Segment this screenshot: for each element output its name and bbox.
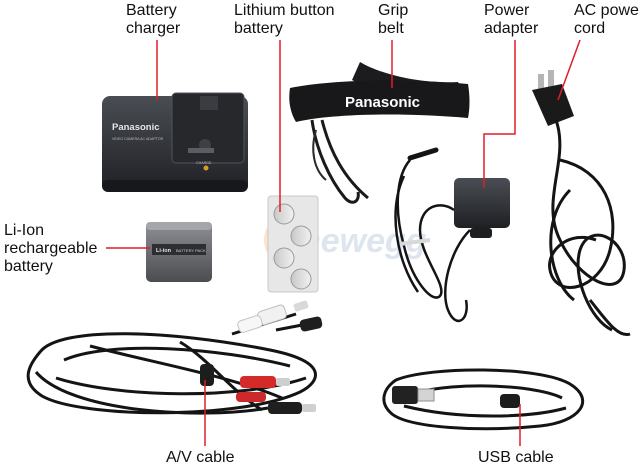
battery-logo: Li-ion: [156, 248, 172, 254]
charger-logo: Panasonic: [112, 122, 160, 133]
power-adapter: [394, 147, 510, 323]
label-line: Lithium button: [234, 2, 335, 19]
label-li-ion-battery: Li-Ion rechargeable battery: [4, 222, 97, 276]
label-av-cable: A/V cable: [166, 449, 235, 466]
av-cable: [26, 300, 323, 415]
label-battery-charger: Battery charger: [126, 2, 180, 38]
label-line: Grip: [378, 2, 409, 19]
lithium-button-battery: [267, 195, 319, 293]
label-line: Li-Ion: [4, 222, 45, 239]
label-line: battery: [4, 258, 53, 275]
label-line: belt: [378, 20, 404, 37]
label-line: AC power: [574, 2, 640, 19]
battery-label: BATTERY PACK: [176, 248, 206, 253]
charger-model: VIDEO CAMERA AC ADAPTOR: [112, 137, 164, 141]
label-line: cord: [574, 20, 606, 37]
label-line: Power: [484, 2, 530, 19]
label-line: battery: [234, 20, 283, 37]
label-grip-belt: Grip belt: [378, 2, 408, 38]
label-line: Battery: [126, 2, 177, 19]
charger-indicator: CHARGE: [196, 161, 212, 165]
callout-power-adapter: [483, 40, 516, 188]
label-line: adapter: [484, 20, 539, 37]
label-ac-power-cord: AC power cord: [574, 2, 640, 38]
label-line: rechargeable: [4, 240, 98, 257]
battery-charger: Panasonic VIDEO CAMERA AC ADAPTOR CHARGE: [102, 92, 248, 192]
callout-ac-power-cord: [557, 39, 581, 101]
label-line: charger: [126, 20, 181, 37]
grip-belt: Panasonic: [289, 62, 470, 204]
li-ion-battery: Li-ion BATTERY PACK: [146, 222, 212, 282]
label-lithium-button-battery: Lithium button battery: [234, 2, 335, 38]
ac-power-cord: [532, 70, 631, 336]
callout-lines: [106, 39, 581, 446]
usb-cable: [382, 368, 585, 431]
label-power-adapter: Power adapter: [484, 2, 538, 38]
label-usb-cable: USB cable: [478, 449, 554, 466]
belt-logo: Panasonic: [345, 94, 420, 111]
